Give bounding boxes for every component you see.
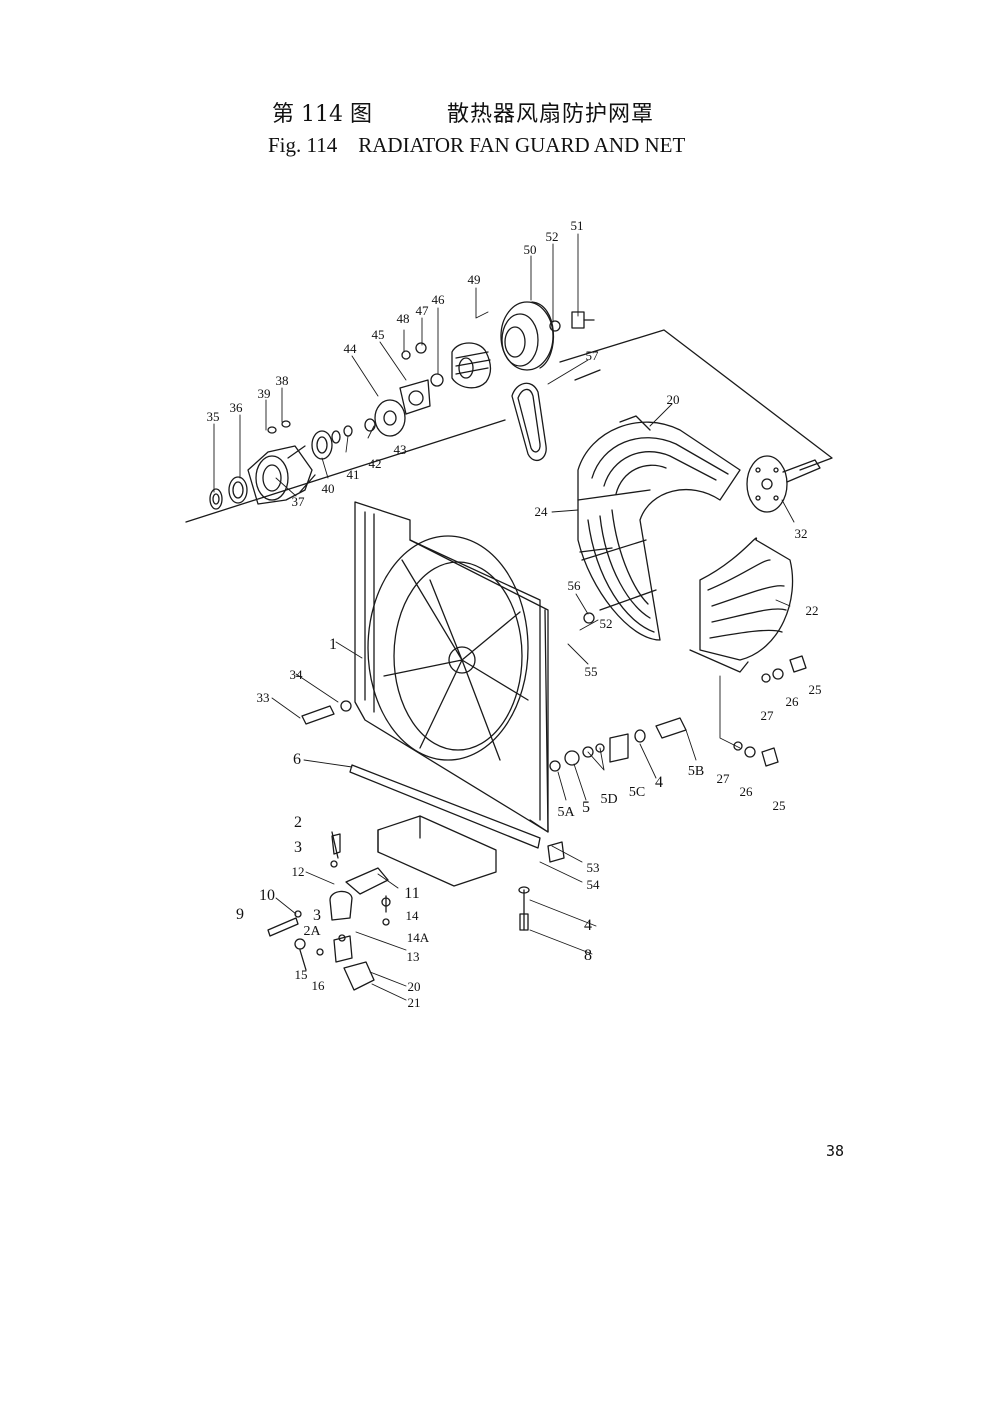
callout-3-lower: 3 <box>313 907 321 924</box>
callout-46: 46 <box>432 292 446 307</box>
callout-26-upper: 26 <box>786 694 800 709</box>
fan-shroud-frame <box>354 501 549 833</box>
lower-bracket-assembly <box>329 815 530 991</box>
callout-5A: 5A <box>557 805 575 820</box>
callout-5C: 5C <box>629 785 645 800</box>
callout-40: 40 <box>322 481 335 496</box>
callout-45: 45 <box>372 327 385 342</box>
callout-14A: 14A <box>407 930 430 945</box>
callout-12: 12 <box>292 864 305 879</box>
page-number: 38 <box>826 1142 845 1160</box>
callout-43: 43 <box>394 442 407 457</box>
callout-5: 5 <box>582 799 590 816</box>
fan-belt <box>511 382 547 462</box>
callout-6: 6 <box>293 751 301 768</box>
callout-51: 51 <box>571 218 584 233</box>
callout-25-upper: 25 <box>809 682 822 697</box>
callout-54: 54 <box>587 877 601 892</box>
callout-13: 13 <box>407 949 420 964</box>
figure-name-zh: 散热器风扇防护网罩 <box>447 102 655 127</box>
callout-50: 50 <box>524 242 537 257</box>
fan-guard-lower <box>689 537 794 673</box>
figure-number-en: Fig. 114 <box>268 133 338 157</box>
callout-21: 21 <box>408 995 421 1010</box>
figure-title-chinese: 第 114 图 散热器风扇防护网罩 <box>0 96 992 127</box>
callout-24: 24 <box>535 504 549 519</box>
callout-4-upper: 4 <box>655 774 663 791</box>
leader-lines <box>213 233 795 1001</box>
callout-42: 42 <box>369 456 382 471</box>
callout-48: 48 <box>397 311 410 326</box>
mount-hardware-5 <box>549 717 687 772</box>
callout-44: 44 <box>344 341 358 356</box>
callout-2A: 2A <box>303 924 321 939</box>
fasteners <box>267 612 807 971</box>
callout-56: 56 <box>568 578 582 593</box>
figure-number-zh: 第 114 图 <box>272 102 372 127</box>
callout-22: 22 <box>806 603 819 618</box>
callout-1: 1 <box>329 636 337 653</box>
callout-8: 8 <box>584 947 592 964</box>
callout-5D: 5D <box>600 792 617 807</box>
callout-49: 49 <box>468 272 481 287</box>
callout-32: 32 <box>795 526 808 541</box>
callout-14: 14 <box>406 908 420 923</box>
callout-52-lower: 52 <box>600 616 613 631</box>
callout-10: 10 <box>259 887 275 904</box>
callout-15: 15 <box>295 967 308 982</box>
callout-36: 36 <box>230 400 244 415</box>
callout-34: 34 <box>290 667 304 682</box>
callout-52-upper: 52 <box>546 229 559 244</box>
callout-11: 11 <box>404 885 419 902</box>
callout-labels: 51 52 50 49 46 47 48 45 44 57 38 39 36 3… <box>207 218 822 1010</box>
callout-53: 53 <box>587 860 600 875</box>
boundary-lines <box>185 329 833 523</box>
callout-5B: 5B <box>688 764 704 779</box>
figure-title-english: Fig. 114 RADIATOR FAN GUARD AND NET <box>268 133 685 158</box>
callout-38: 38 <box>276 373 289 388</box>
callout-27-upper: 27 <box>761 708 775 723</box>
callout-55: 55 <box>585 664 598 679</box>
callout-37: 37 <box>292 494 306 509</box>
callout-3: 3 <box>294 839 302 856</box>
callout-27-lower: 27 <box>717 771 731 786</box>
callout-26-lower: 26 <box>740 784 754 799</box>
fan-shaft <box>746 455 821 513</box>
bracket-bar <box>349 764 541 849</box>
fan-hub-assembly <box>209 301 595 510</box>
fan-guard-upper <box>577 415 741 641</box>
callout-9: 9 <box>236 906 244 923</box>
callout-16: 16 <box>312 978 326 993</box>
callout-41: 41 <box>347 467 360 482</box>
callout-20-guard: 20 <box>667 392 680 407</box>
callout-35: 35 <box>207 409 220 424</box>
callout-4-lower: 4 <box>584 917 592 934</box>
callout-33: 33 <box>257 690 270 705</box>
callout-20-bracket: 20 <box>408 979 421 994</box>
callout-25-lower: 25 <box>773 798 786 813</box>
figure-name-en: RADIATOR FAN GUARD AND NET <box>358 133 686 157</box>
callout-47: 47 <box>416 303 430 318</box>
callout-2: 2 <box>294 814 302 831</box>
callout-39: 39 <box>258 386 271 401</box>
callout-57: 57 <box>586 348 600 363</box>
